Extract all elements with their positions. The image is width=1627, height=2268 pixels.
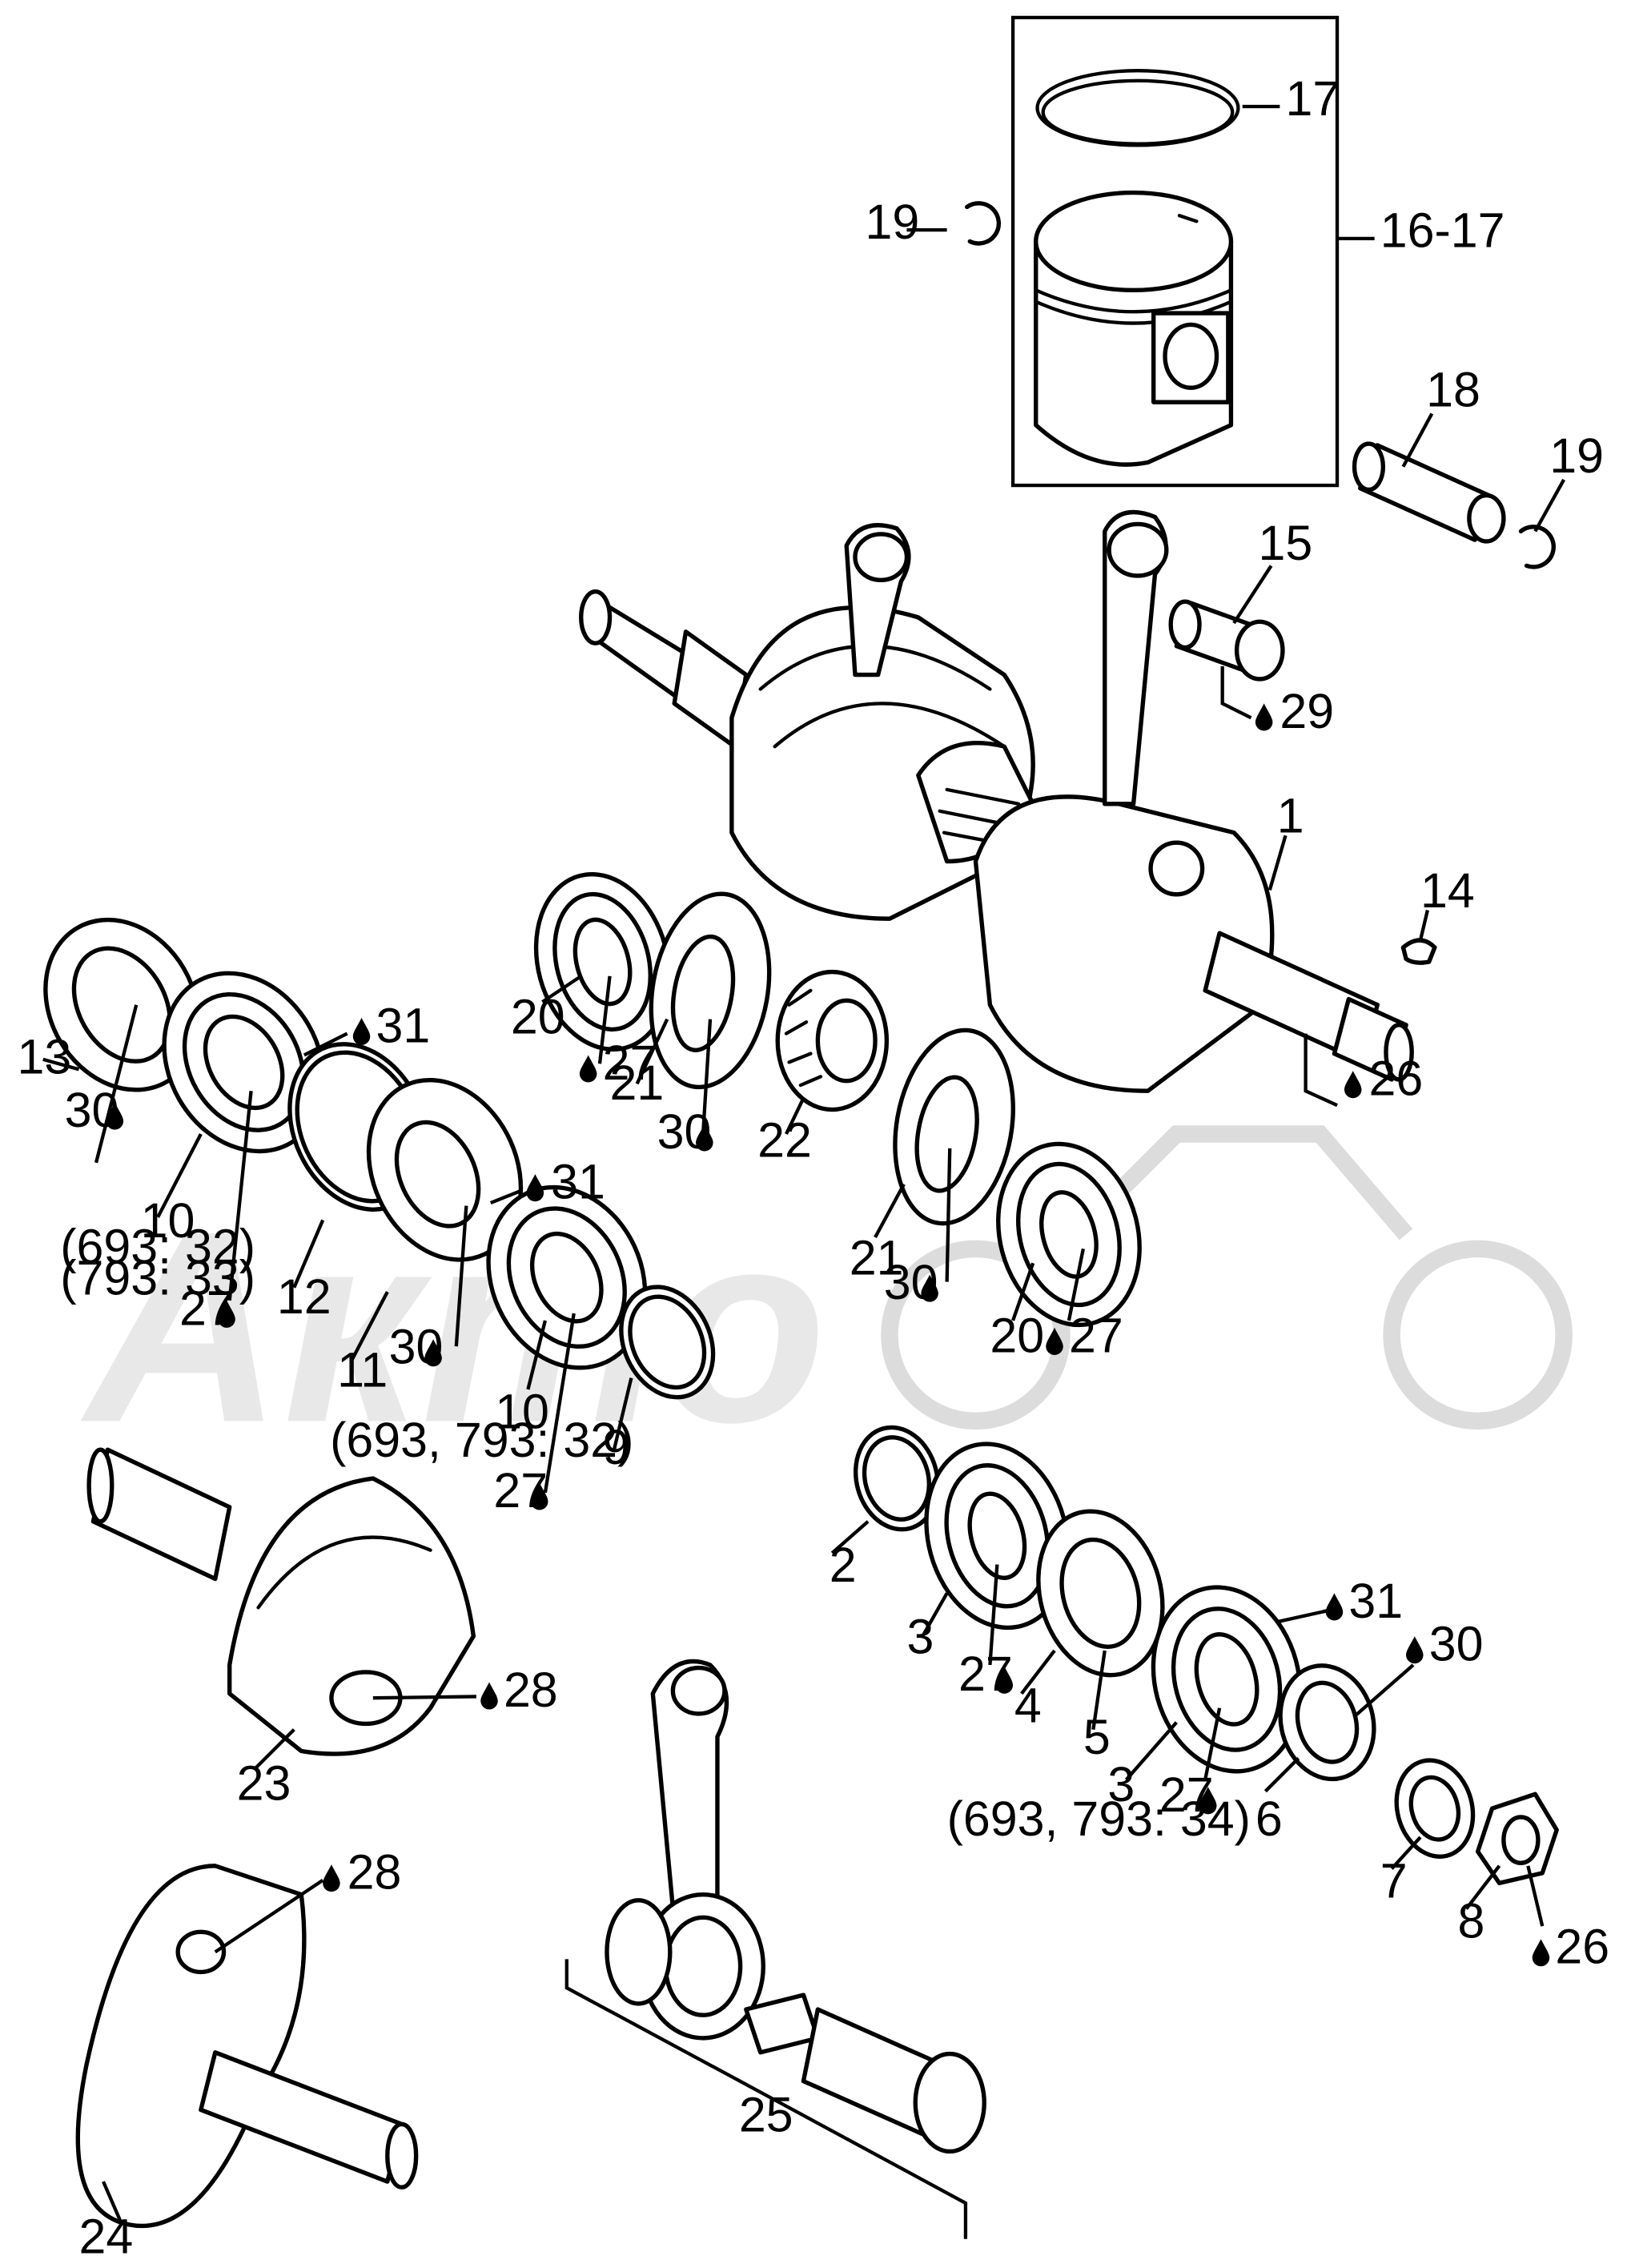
nut-8 [1475,1791,1559,1886]
callout-26: 26 [1368,1052,1423,1106]
piston-pin [1352,441,1506,544]
oil-drop-icon [480,1682,498,1710]
callout-2: 2 [830,1538,857,1592]
needle-bearing [1168,599,1285,682]
piston [1034,190,1234,467]
ball-bearing-3a [924,1442,1071,1631]
callout-29: 29 [1280,684,1334,738]
ball-bearing-10 [162,971,326,1154]
callout-19: 19 [866,195,920,249]
callout-30: 30 [1429,1617,1484,1671]
callout-15: 15 [1258,516,1312,570]
shim-4 [1036,1509,1165,1678]
callout-5: 5 [1083,1710,1111,1764]
oil-drop-icon [1325,1593,1344,1621]
callout-31: 31 [376,998,430,1052]
callout-21: 21 [850,1231,904,1285]
callout-17: 17 [1286,71,1340,126]
gear-22 [775,969,890,1112]
crankshaft-assembly [579,509,1414,1093]
callout-28: 28 [504,1663,558,1717]
crank-half-24 [75,1864,419,2229]
ball-bearing-10b [486,1184,648,1370]
callout-10-note: (793: 33) [60,1251,255,1305]
callout-23: 23 [237,1755,291,1810]
callout-8: 8 [1458,1893,1485,1948]
callout-30: 30 [65,1083,119,1137]
callout-14: 14 [1420,863,1475,918]
oil-drop-icon [579,1055,597,1083]
shim-2 [853,1425,940,1532]
callout-labels: 17 16-17 19 18 19 15 29 1 14 26 13 30 31… [18,71,1610,2264]
oil-drop-icon [1406,1636,1424,1664]
callout-10-note: (693: 32) [60,1219,255,1273]
callout-27: 27 [603,1035,657,1090]
crank-half-23 [86,1447,476,1756]
callout-9: 9 [603,1420,630,1474]
callout-25: 25 [739,2087,793,2141]
leader-lines [42,104,1566,2226]
piston-kit-box [1010,15,1340,488]
connecting-rod-kit [564,1659,986,2239]
oil-drop-icon [352,1017,371,1045]
callout-11: 11 [337,1342,388,1397]
woodruff-key [1400,938,1437,965]
callout-6: 6 [1255,1791,1283,1846]
circlip [965,201,1001,246]
callout-10: 10 [141,1193,195,1248]
callout-26: 26 [1555,1920,1609,1974]
callout-3-note: (693, 793: 34) [947,1791,1251,1846]
callout-4: 4 [1014,1679,1042,1733]
callout-18: 18 [1426,363,1480,417]
oil-drop-icon [323,1864,340,1892]
oil-drop-icon [1255,703,1273,731]
callout-20: 20 [511,990,565,1044]
callout-12: 12 [277,1269,331,1324]
oil-seal-21a [649,891,772,1090]
callout-19: 19 [1549,428,1604,483]
callout-7: 7 [1380,1853,1408,1908]
callout-3: 3 [1107,1757,1135,1812]
callout-1: 1 [1277,789,1304,843]
ball-bearing-3b [1151,1585,1303,1774]
oil-seal-13 [43,917,201,1092]
ball-bearing-20b [996,1141,1142,1328]
callout-13: 13 [18,1030,72,1084]
callout-22: 22 [757,1113,812,1168]
callout-28: 28 [347,1845,402,1900]
oil-drop-icon [1532,1939,1550,1967]
circlip [1518,525,1556,569]
shim-9 [619,1285,716,1400]
oil-seal-21b [893,1027,1015,1226]
callout-27: 27 [1069,1308,1123,1362]
callout-3: 3 [906,1610,934,1664]
callout-24: 24 [79,2210,134,2264]
callout-16-17: 16-17 [1380,203,1505,258]
oil-drop-icon [1344,1071,1362,1099]
callout-21: 21 [610,1056,665,1110]
callout-31: 31 [1348,1574,1403,1628]
ball-bearing-20a [533,871,672,1052]
washer-7 [1394,1758,1476,1859]
callout-20: 20 [990,1308,1044,1362]
oil-seal-6 [1278,1663,1376,1782]
callout-10: 10 [495,1384,549,1438]
oil-seal-11 [366,1077,524,1262]
callout-31: 31 [551,1155,605,1209]
callout-10-note: (693, 793: 32) [330,1413,633,1467]
